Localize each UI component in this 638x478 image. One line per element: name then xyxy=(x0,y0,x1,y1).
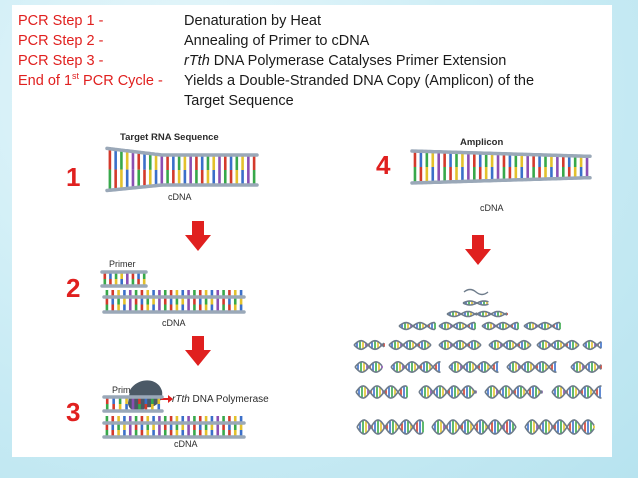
helix-r7-3 xyxy=(524,419,595,435)
helix-r5-4 xyxy=(506,360,557,374)
helix-r3-1 xyxy=(398,321,436,331)
step-4-label-sup: st xyxy=(72,71,80,82)
step-3-desc: rTth DNA Polymerase Catalyses Primer Ext… xyxy=(184,51,506,71)
panel-2-bottom-label: cDNA xyxy=(162,318,186,328)
amplification-helices xyxy=(353,288,602,435)
single-strand xyxy=(463,288,489,296)
helix-r4-6 xyxy=(582,339,602,351)
panel-2-number: 2 xyxy=(66,273,80,303)
arrow-down-icon-3 xyxy=(465,235,491,265)
helix-r7-2 xyxy=(431,419,517,435)
panel-4-bottom-label: cDNA xyxy=(480,203,504,213)
helix-r3-3 xyxy=(481,321,519,331)
step-4-label-post: PCR Cycle - xyxy=(79,73,163,89)
helix-r5-5 xyxy=(570,360,602,374)
panel-1-strand xyxy=(105,146,259,193)
enzyme-rest: DNA Polymerase xyxy=(190,394,269,405)
helix-r7-1 xyxy=(356,419,424,435)
helix-r5-2 xyxy=(390,360,441,374)
step-1-label: PCR Step 1 - xyxy=(18,13,104,29)
arrow-down-icon-1 xyxy=(185,221,211,251)
enzyme-italic: rTth xyxy=(172,394,190,405)
helix-r2-2 xyxy=(476,310,508,318)
panel-3-primer xyxy=(102,395,164,413)
arrow-down-icon-2 xyxy=(185,336,211,366)
helix-r6-4 xyxy=(551,385,602,399)
helix-r5-1 xyxy=(354,360,383,374)
panel-3-cdna xyxy=(102,416,246,439)
helix-r3-2 xyxy=(438,321,476,331)
helix-r4-5 xyxy=(536,339,580,351)
step-4-label: End of 1st PCR Cycle - xyxy=(18,71,163,91)
panel-2-primer xyxy=(100,270,148,288)
panel-4-top-label: Amplicon xyxy=(460,137,503,148)
helix-row-1 xyxy=(462,300,489,306)
step-3-desc-rest: DNA Polymerase Catalyses Primer Extensio… xyxy=(209,53,507,69)
step-3-label: PCR Step 3 - xyxy=(18,53,104,69)
panel-1-top-label: Target RNA Sequence xyxy=(120,132,219,143)
step-4-desc: Yields a Double-Stranded DNA Copy (Ampli… xyxy=(184,73,535,89)
dna-strands xyxy=(100,146,592,439)
panel-4-amplicon xyxy=(410,149,592,185)
helix-r6-1 xyxy=(355,385,408,399)
panel-4-number: 4 xyxy=(376,150,391,180)
step-4-label-pre: End of 1 xyxy=(18,73,73,89)
slide: PCR Step 1 - Denaturation by Heat PCR St… xyxy=(12,5,612,457)
step-1-desc: Denaturation by Heat xyxy=(184,13,322,29)
pcr-diagram: 1 2 3 4 Target RNA Sequence cDNA Primer … xyxy=(66,132,602,449)
helix-r4-3 xyxy=(438,339,482,351)
step-3-enzyme-italic: rTth xyxy=(184,53,210,69)
step-4-desc-line2: Target Sequence xyxy=(184,93,294,109)
step-2-desc: Annealing of Primer to cDNA xyxy=(184,33,370,49)
helix-r6-3 xyxy=(484,385,543,399)
helix-r5-3 xyxy=(448,360,499,374)
panel-3-bottom-label: cDNA xyxy=(174,439,198,449)
panel-1-bottom-label: cDNA xyxy=(168,192,192,202)
step-2-label: PCR Step 2 - xyxy=(18,33,104,49)
helix-r4-4 xyxy=(488,339,532,351)
helix-r4-1 xyxy=(353,339,385,351)
panel-3-enzyme-label: rTth DNA Polymerase xyxy=(172,394,269,405)
helix-r2-1 xyxy=(446,310,478,318)
helix-r4-2 xyxy=(388,339,432,351)
helix-r6-2 xyxy=(418,385,477,399)
panel-3-number: 3 xyxy=(66,397,80,427)
panel-2-cdna xyxy=(102,290,246,314)
helix-r3-4 xyxy=(523,321,561,331)
panel-2-top-label: Primer xyxy=(109,259,136,269)
panel-3-top-label: Primer xyxy=(112,385,139,395)
panel-1-number: 1 xyxy=(66,162,80,192)
pointer-arrow-icon xyxy=(160,395,173,403)
